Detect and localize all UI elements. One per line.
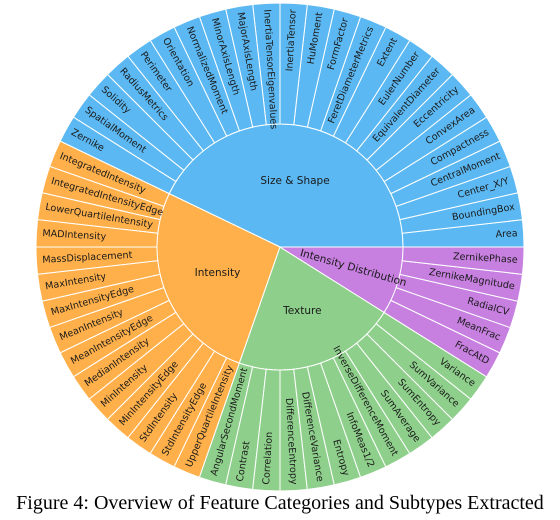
- feature-label-correlation: Correlation: [261, 431, 275, 484]
- feature-ring: [35, 2, 525, 492]
- feature-label-inertiatensor: InertiaTensor: [284, 9, 298, 72]
- feature-slice-zernikephase: [401, 246, 525, 275]
- sunburst-chart: AreaBoundingBoxCenter_X/YCentralMomentCo…: [35, 2, 525, 492]
- category-label-texture: Texture: [282, 305, 321, 317]
- category-ring: [156, 123, 404, 371]
- figure-caption: Figure 4: Overview of Feature Categories…: [16, 492, 544, 514]
- feature-label-madintensity: MADIntensity: [42, 228, 107, 243]
- category-label-size-shape: Size & Shape: [260, 175, 329, 187]
- feature-label-zernikephase: ZernikePhase: [453, 251, 518, 266]
- feature-label-area: Area: [495, 228, 518, 240]
- feature-label-massdisplacement: MassDisplacement: [42, 250, 133, 266]
- feature-label-differenceentropy: DifferenceEntropy: [283, 398, 299, 486]
- category-label-intensity: Intensity: [195, 267, 241, 279]
